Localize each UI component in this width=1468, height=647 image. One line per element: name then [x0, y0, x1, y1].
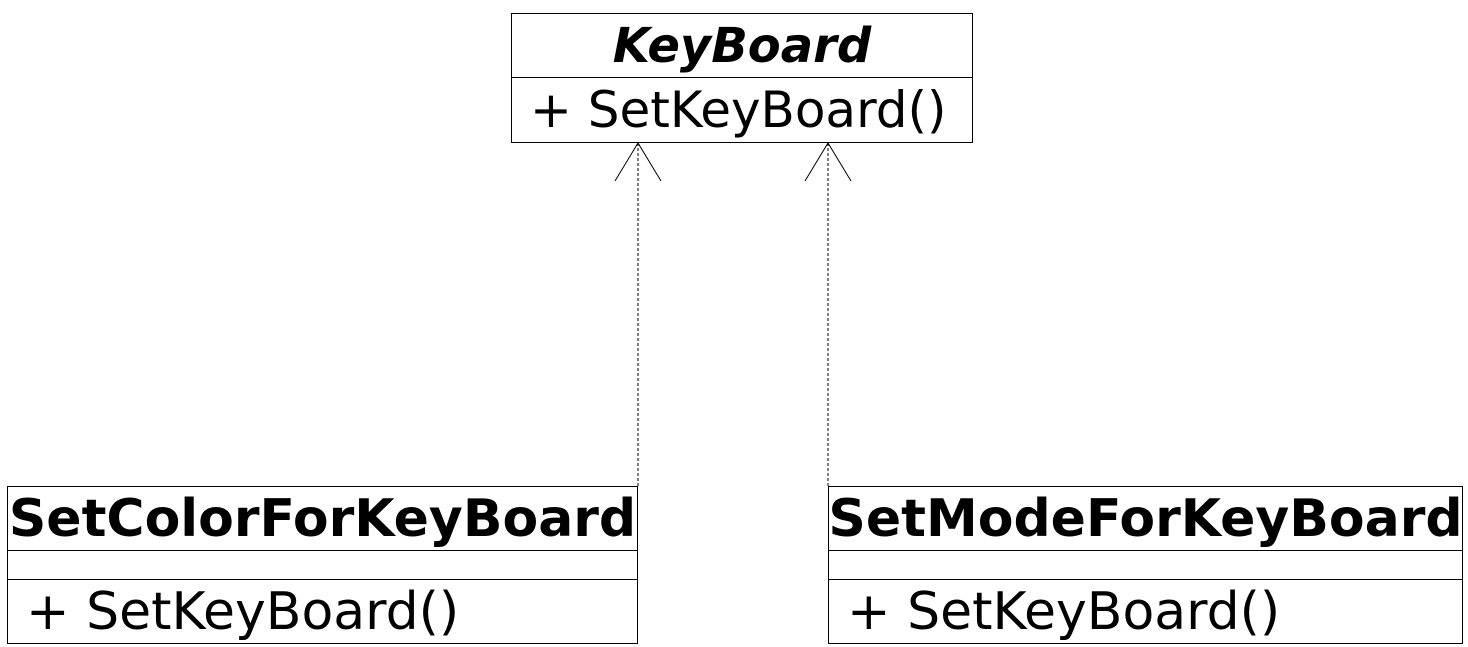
- attributes-compartment: [8, 551, 637, 580]
- attributes-compartment: [829, 551, 1462, 580]
- realization-set-color-to-keyboard: [614, 142, 662, 486]
- class-set-color-for-keyboard[interactable]: SetColorForKeyBoard + SetKeyBoard(): [7, 486, 638, 644]
- class-name: SetColorForKeyBoard: [8, 487, 637, 551]
- open-arrowhead: [804, 142, 852, 182]
- method-setkeyboard: + SetKeyBoard(): [26, 581, 460, 642]
- method-setkeyboard: + SetKeyBoard(): [847, 581, 1281, 642]
- class-keyboard[interactable]: KeyBoard + SetKeyBoard(): [511, 13, 973, 143]
- open-arrowhead: [614, 142, 662, 182]
- class-name: KeyBoard: [512, 14, 972, 78]
- realization-set-mode-to-keyboard: [804, 142, 852, 486]
- class-name: SetModeForKeyBoard: [828, 487, 1463, 551]
- class-set-mode-for-keyboard[interactable]: SetModeForKeyBoard + SetKeyBoard(): [828, 486, 1463, 644]
- method-setkeyboard: + SetKeyBoard(): [530, 81, 947, 139]
